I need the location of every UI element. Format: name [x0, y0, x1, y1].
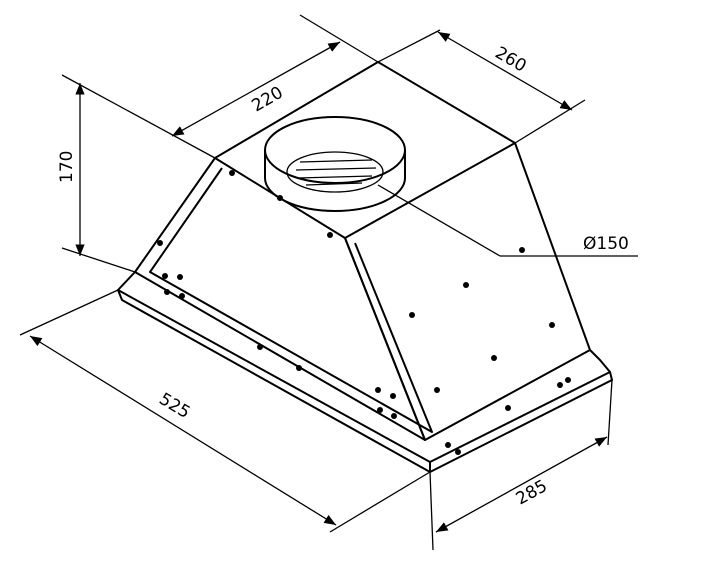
dimension-lines	[19, 14, 638, 551]
total-depth-dimension	[435, 436, 608, 533]
top-depth-dimension	[171, 41, 341, 137]
hood-body	[117, 61, 613, 473]
mounting-holes	[157, 170, 571, 455]
total-width-dimension	[29, 335, 337, 526]
duct-collar	[264, 116, 406, 212]
top-face	[214, 61, 516, 239]
top-width-dimension	[437, 31, 573, 111]
label-total-depth: 285	[513, 476, 551, 509]
flange-edge	[117, 289, 613, 473]
label-total-width: 525	[155, 389, 193, 423]
label-top-width: 260	[492, 43, 530, 77]
side-face	[344, 142, 591, 441]
label-duct-diameter: Ø150	[583, 234, 629, 254]
front-face-inner	[149, 167, 433, 433]
label-height: 170	[57, 151, 77, 183]
label-top-depth: 220	[249, 83, 287, 117]
bottom-flange	[117, 271, 611, 463]
